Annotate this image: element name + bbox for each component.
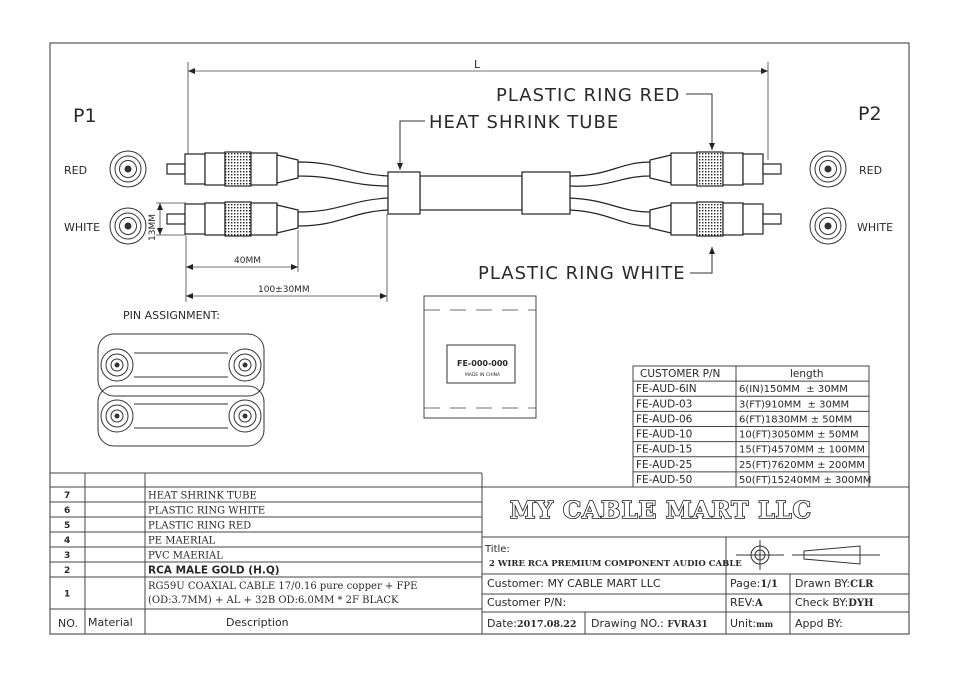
- length-table-length: 15(FT)4570MM ± 100MM: [739, 445, 865, 456]
- label-part-number: FE-000-000: [457, 359, 508, 368]
- heat-shrink-left: [387, 171, 421, 215]
- appd-by-field: Appd BY:: [795, 617, 843, 630]
- length-table-pn: FE-AUD-6IN: [636, 383, 697, 395]
- page-value: 1/1: [760, 579, 778, 590]
- left-red-label: RED: [64, 164, 87, 177]
- length-table-pn: FE-AUD-25: [636, 459, 692, 471]
- rca-plug-right-white: [649, 201, 782, 237]
- bom-row-description: (OD:3.7MM) + AL + 32B OD:6.0MM * 2F BLAC…: [148, 595, 399, 606]
- dimension-overall-length: L: [187, 58, 769, 160]
- right-white-label: WHITE: [857, 221, 893, 234]
- cable-label: FE-000-000 MADE IN CHINA: [423, 295, 537, 419]
- customer-label: Customer: MY CABLE MART LLC: [487, 577, 661, 590]
- callout-plastic-ring-white: PLASTIC RING WHITE: [478, 247, 715, 284]
- bom-row-number: 1: [64, 590, 70, 600]
- bom-row-description: PLASTIC RING WHITE: [148, 506, 265, 517]
- length-table-length: 6(IN)150MM ± 30MM: [739, 384, 848, 395]
- pin-assignment-diagram: [97, 333, 265, 447]
- bom-header-no: NO.: [58, 617, 78, 630]
- dimension-13mm-label: 13MM: [148, 214, 158, 241]
- bom-row-number: 4: [64, 536, 70, 546]
- length-table-length: 3(FT)910MM ± 30MM: [739, 399, 849, 410]
- rca-plug-right-red: [649, 151, 782, 187]
- bom-row-number: 7: [64, 491, 70, 501]
- bom-header-material: Material: [88, 616, 133, 629]
- cable-assembly: [166, 151, 782, 237]
- length-table-header-length: length: [790, 368, 823, 380]
- drawn-by-value: CLR: [850, 579, 874, 590]
- rev-value: A: [754, 598, 763, 609]
- pin-assignment-label: PIN ASSIGNMENT:: [123, 309, 220, 322]
- bom-row-description: HEAT SHRINK TUBE: [148, 491, 257, 502]
- check-by-field: Check BY:DYH: [795, 596, 874, 609]
- rca-face-left-white: [109, 207, 147, 245]
- bom-row-number: 3: [64, 551, 70, 561]
- rca-face-right-white: [809, 207, 847, 245]
- bom-header-description: Description: [226, 616, 289, 629]
- customer-pn-label: Customer P/N:: [487, 596, 566, 609]
- bom-row-description: PLASTIC RING RED: [148, 521, 251, 532]
- drawn-by-field: Drawn BY:CLR: [795, 577, 874, 590]
- length-table-length: 50(FT)15240MM ± 300MM: [739, 475, 871, 486]
- heat-shrink-tube-label: HEAT SHRINK TUBE: [429, 112, 619, 133]
- rca-face-left-red: [109, 150, 147, 188]
- drawing-no-field: Drawing NO.: FVRA31: [591, 617, 708, 630]
- bom-row-number: 5: [64, 521, 70, 531]
- title-label: Title:: [484, 544, 510, 555]
- bom-row-number: 6: [64, 506, 70, 516]
- callout-heat-shrink-tube: HEAT SHRINK TUBE: [397, 112, 619, 170]
- date-field: Date:2017.08.22: [487, 617, 577, 630]
- rev-field: REV:A: [730, 596, 763, 609]
- length-table-length: 6(FT)1830MM ± 50MM: [739, 414, 852, 425]
- callout-plastic-ring-red: PLASTIC RING RED: [496, 85, 715, 150]
- dimension-plug-diameter: 13MM: [148, 202, 186, 241]
- length-table-pn: FE-AUD-06: [636, 413, 693, 425]
- rca-plug-left-white: [166, 201, 299, 237]
- customer-name: MY CABLE MART LLC: [547, 577, 660, 590]
- length-table-header-pn: CUSTOMER P/N: [640, 368, 720, 380]
- p1-label: P1: [73, 105, 97, 127]
- bom-row-description: RCA MALE GOLD (H.Q): [148, 565, 280, 577]
- company-name: MY CABLE MART LLC: [510, 497, 812, 524]
- dimension-plug-length: 40MM: [185, 230, 299, 302]
- projection-symbol: [736, 540, 880, 570]
- plastic-ring-red-label: PLASTIC RING RED: [496, 85, 680, 106]
- length-table-pn: FE-AUD-03: [636, 398, 692, 410]
- bom-row-description: PE MAERIAL: [148, 536, 216, 547]
- bom-row-description: RG59U COAXIAL CABLE 17/0.16 pure copper …: [148, 581, 417, 592]
- heat-shrink-right: [521, 171, 571, 215]
- bom-and-title-block: 7 HEAT SHRINK TUBE 6 PLASTIC RING WHITE 5 PLA…: [50, 472, 909, 634]
- date-value: 2017.08.22: [517, 619, 577, 630]
- unit-field: Unit:mm: [730, 617, 774, 630]
- label-made-in: MADE IN CHINA: [465, 372, 501, 378]
- rca-face-right-red: [809, 150, 847, 188]
- unit-value: mm: [756, 619, 773, 629]
- page-field: Page:1/1: [730, 577, 778, 590]
- left-white-label: WHITE: [64, 221, 100, 234]
- right-red-label: RED: [859, 164, 882, 177]
- length-table: CUSTOMER P/N length FE-AUD-6IN 6(IN)150MM…: [632, 365, 871, 488]
- drawing-title: 2 WIRE RCA PREMIUM COMPONENT AUDIO CABLE: [489, 559, 742, 569]
- check-by-value: DYH: [848, 598, 873, 609]
- length-table-length: 25(FT)7620MM ± 200MM: [739, 460, 865, 471]
- bom-row-number: 2: [64, 566, 70, 576]
- dimension-100mm-label: 100±30MM: [258, 285, 310, 295]
- length-table-pn: FE-AUD-10: [636, 429, 692, 441]
- length-table-length: 10(FT)3050MM ± 50MM: [739, 430, 859, 441]
- plastic-ring-white-label: PLASTIC RING WHITE: [478, 263, 686, 284]
- rca-plug-left-red: [166, 151, 299, 187]
- length-table-pn: FE-AUD-15: [636, 444, 692, 456]
- length-table-pn: FE-AUD-50: [636, 474, 692, 486]
- drawing-no-value: FVRA31: [667, 620, 707, 630]
- dimension-breakout-length: 100±30MM: [186, 214, 388, 302]
- bom-row-description: PVC MAERIAL: [148, 551, 223, 562]
- dimension-40mm-label: 40MM: [234, 256, 261, 266]
- p2-label: P2: [858, 103, 882, 125]
- drawing-border: [49, 42, 910, 635]
- dimension-l-label: L: [474, 58, 481, 71]
